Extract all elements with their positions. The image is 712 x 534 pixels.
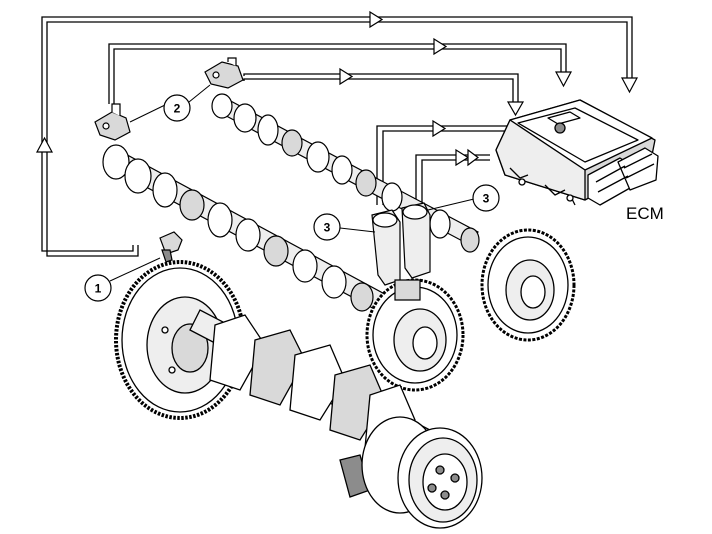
arrow-left-vertical [35,136,54,153]
wire-cam-sensor-1 [108,43,567,104]
arrow-cam-2 [339,67,354,86]
signal-wires [41,16,633,257]
cam-lobe [292,249,318,283]
crankshaft-position-sensor [159,231,183,263]
arrow-down-ecm-3 [506,101,525,117]
crankshaft-pulley [361,416,483,529]
cam-lobe [306,141,330,173]
callout-1: 1 [84,274,112,302]
wire-vvt-right [415,154,490,205]
wire-arrows [35,10,639,167]
arrow-down-ecm-2 [554,71,573,88]
arrow-vvt-2 [455,148,470,167]
cam-lobe [233,103,257,133]
cam-sprocket-intake [365,278,465,392]
cam-lobe [257,114,279,146]
arrow-top-right [369,10,384,29]
cam-journal [281,129,303,157]
ecm-module [495,99,659,206]
arrow-cam-1 [433,37,448,56]
callout-3-left-label: 3 [324,221,331,235]
arrow-vvt-2b [467,148,479,167]
callout-2: 2 [163,94,191,122]
ecm-connector-2 [617,147,659,191]
cam-lobe [331,155,353,185]
camshaft-position-sensor-left [94,103,131,141]
callout-2-label: 2 [174,102,181,116]
cam-lobe [429,209,451,239]
callout-3-right-label: 3 [483,192,490,206]
arrow-vvt-1 [432,119,447,138]
vvt-solenoid-right [401,202,431,279]
cam-lobe [321,265,347,299]
ecm-vent-icon [554,122,566,134]
callout-3-right: 3 [472,184,500,212]
cam-lobe [152,172,178,208]
cam-lobe [381,182,403,212]
callout-1-label: 1 [95,282,102,296]
ecm-label: ECM [626,204,664,223]
callout-leaders [109,84,475,282]
cam-journal [355,169,377,197]
cam-lobe [124,158,152,194]
callout-3-left: 3 [313,213,341,241]
vvt-solenoids [371,202,431,301]
cam-lobe [207,202,233,238]
cam-journal [350,282,374,312]
camshaft-position-sensor-right [204,57,244,89]
wire-cam-sensor-2 [243,73,519,102]
cam-journal [179,189,205,221]
arrow-down-ecm-1 [620,77,639,94]
cam-lobe [235,218,261,252]
intake-camshaft [102,144,406,321]
cam-sprocket-exhaust [480,228,576,342]
cam-journal [263,235,289,267]
wire-crank-sensor [41,16,633,252]
